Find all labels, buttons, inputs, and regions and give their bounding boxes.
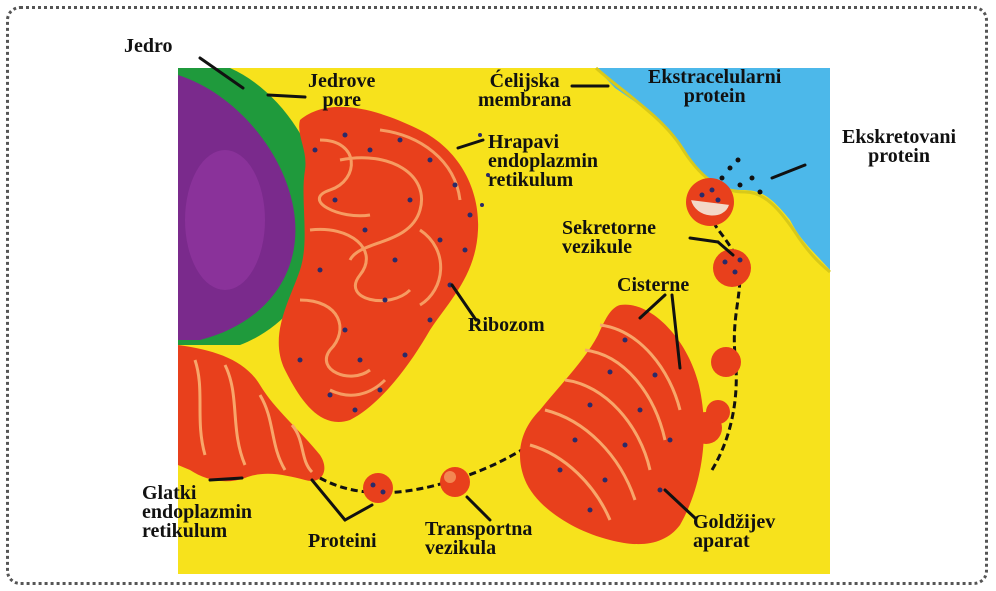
label-ekstracelularni-protein: Ekstracelularni protein: [648, 68, 781, 106]
label-glatki-er: Glatki endoplazmin retikulum: [142, 484, 252, 541]
nucleus-shade: [185, 150, 265, 290]
label-ribozom: Ribozom: [468, 316, 545, 335]
label-cisterne: Cisterne: [617, 276, 689, 295]
label-jedro: Jedro: [124, 37, 173, 56]
label-ekskretovani-protein: Ekskretovani protein: [842, 128, 956, 166]
golgi-vesicle: [711, 347, 741, 377]
label-sekretorne-vezikule: Sekretorne vezikule: [562, 219, 656, 257]
protein-vesicle: [363, 473, 393, 503]
label-celijska-membrana: Ćelijska membrana: [478, 72, 571, 110]
label-transportna-vezikula: Transportna vezikula: [425, 520, 532, 558]
label-proteini: Proteini: [308, 532, 377, 551]
label-goldzijev-aparat: Goldžijev aparat: [693, 513, 775, 551]
label-hrapavi-er: Hrapavi endoplazmin retikulum: [488, 133, 598, 190]
transport-vesicle: [440, 467, 470, 497]
label-jedrove-pore: Jedrove pore: [308, 72, 375, 110]
golgi-vesicle: [706, 400, 730, 424]
